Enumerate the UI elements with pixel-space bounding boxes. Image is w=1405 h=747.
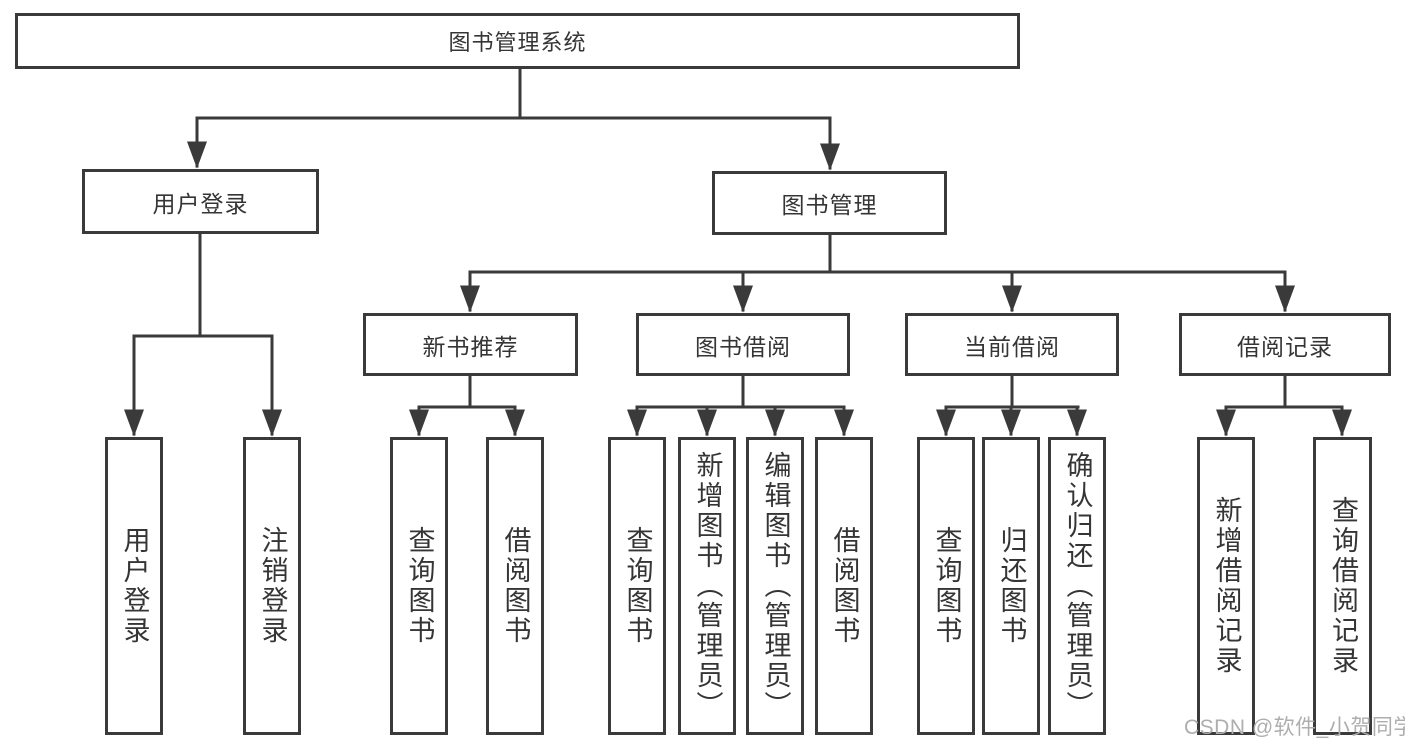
node-book-borrowing: 图书借阅 (636, 313, 850, 376)
leaf-label: 用户登录 (119, 526, 150, 646)
leaf-label: 查询图书 (931, 526, 962, 646)
node-label: 图书管理系统 (448, 30, 587, 55)
node-new-book-recommend: 新书推荐 (363, 313, 578, 376)
node-label: 图书管理 (781, 192, 878, 218)
leaf-label: 借阅图书 (500, 526, 531, 646)
leaf-label: 编辑图书（管理员） (760, 451, 791, 721)
leaf-query-books-current: 查询图书 (917, 437, 975, 735)
node-user-login: 用户登录 (82, 169, 319, 234)
node-label: 新书推荐 (422, 333, 519, 360)
node-book-management: 图书管理 (712, 171, 947, 235)
leaf-query-books-recommend: 查询图书 (390, 437, 448, 735)
leaf-label: 注销登录 (257, 526, 288, 646)
leaf-add-books-admin: 新增图书（管理员） (678, 437, 736, 735)
leaf-label: 归还图书 (996, 526, 1027, 646)
csdn-watermark: CSDN @软件_小贺同学 (1184, 716, 1405, 739)
leaf-return-books: 归还图书 (982, 437, 1040, 735)
node-label: 用户登录 (152, 190, 249, 217)
node-current-borrowing: 当前借阅 (905, 313, 1119, 376)
leaf-confirm-return-admin: 确认归还（管理员） (1048, 437, 1106, 735)
node-system-root: 图书管理系统 (15, 13, 1020, 69)
leaf-query-books-borrow: 查询图书 (608, 437, 666, 735)
leaf-query-borrow-record: 查询借阅记录 (1313, 437, 1372, 735)
node-borrowing-records: 借阅记录 (1179, 313, 1391, 376)
node-label: 借阅记录 (1237, 333, 1333, 360)
leaf-label: 借阅图书 (829, 526, 860, 646)
node-label: 图书借阅 (695, 333, 791, 360)
leaf-label: 确认归还（管理员） (1062, 451, 1093, 721)
leaf-label: 查询图书 (622, 526, 653, 646)
leaf-add-borrow-record: 新增借阅记录 (1197, 437, 1255, 735)
leaf-borrow-books-recommend: 借阅图书 (486, 437, 544, 735)
leaf-label: 新增图书（管理员） (692, 451, 723, 721)
leaf-logout: 注销登录 (243, 437, 301, 735)
leaf-edit-books-admin: 编辑图书（管理员） (746, 437, 804, 735)
leaf-user-login: 用户登录 (105, 437, 163, 735)
leaf-borrow-books: 借阅图书 (815, 437, 873, 735)
leaf-label: 查询借阅记录 (1328, 496, 1358, 676)
leaf-label: 查询图书 (404, 526, 435, 646)
node-label: 当前借阅 (964, 333, 1060, 360)
leaf-label: 新增借阅记录 (1211, 496, 1242, 676)
